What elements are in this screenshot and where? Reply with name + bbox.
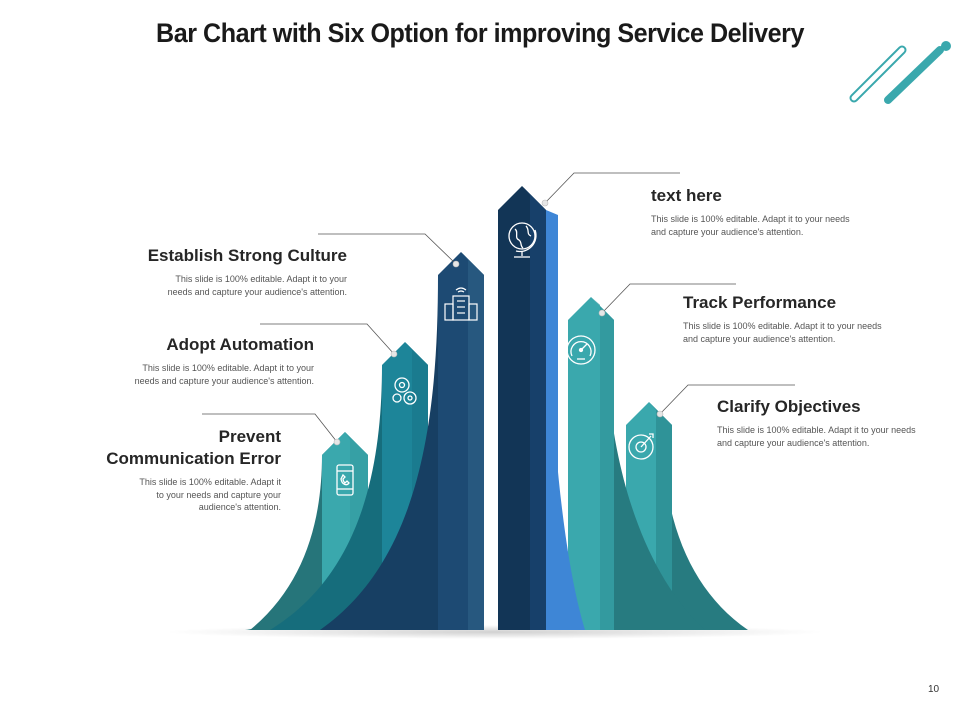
connector-lines xyxy=(202,172,795,443)
option-prevent-communication-error: Prevent Communication Error This slide i… xyxy=(60,426,281,514)
option-heading: text here xyxy=(651,186,722,205)
page-number: 10 xyxy=(928,684,940,695)
option-description: This slide is 100% editable. Adapt it to… xyxy=(139,477,281,512)
arrow-bar-5 xyxy=(568,297,705,630)
arrow-bar-3 xyxy=(320,252,484,630)
option-adopt-automation: Adopt Automation This slide is 100% edit… xyxy=(110,334,314,387)
option-description: This slide is 100% editable. Adapt it to… xyxy=(651,214,850,237)
option-description: This slide is 100% editable. Adapt it to… xyxy=(167,274,347,297)
globe-icon xyxy=(508,222,537,258)
arrow-bar-4 xyxy=(498,186,585,630)
option-heading: Track Performance xyxy=(683,293,837,312)
option-establish-strong-culture: Establish Strong Culture This slide is 1… xyxy=(110,245,347,298)
connector-dots xyxy=(333,199,664,446)
gears-icon xyxy=(392,377,417,405)
option-description: This slide is 100% editable. Adapt it to… xyxy=(717,425,916,448)
option-heading: Adopt Automation xyxy=(166,335,314,354)
option-clarify-objectives: Clarify Objectives This slide is 100% ed… xyxy=(717,396,917,449)
phone-icon xyxy=(336,464,354,496)
option-description: This slide is 100% editable. Adapt it to… xyxy=(134,363,314,386)
page-title: Bar Chart with Six Option for improving … xyxy=(156,18,804,48)
option-heading: Clarify Objectives xyxy=(717,397,861,416)
target-icon xyxy=(628,433,654,460)
option-track-performance: Track Performance This slide is 100% edi… xyxy=(683,292,883,345)
option-description: This slide is 100% editable. Adapt it to… xyxy=(683,321,882,344)
option-heading: Prevent Communication Error xyxy=(106,427,281,468)
option-text-here: text here This slide is 100% editable. A… xyxy=(651,185,856,238)
speedometer-icon xyxy=(566,335,596,365)
building-icon xyxy=(444,287,478,321)
decorative-lines-icon xyxy=(849,41,951,104)
option-heading: Establish Strong Culture xyxy=(147,246,347,265)
